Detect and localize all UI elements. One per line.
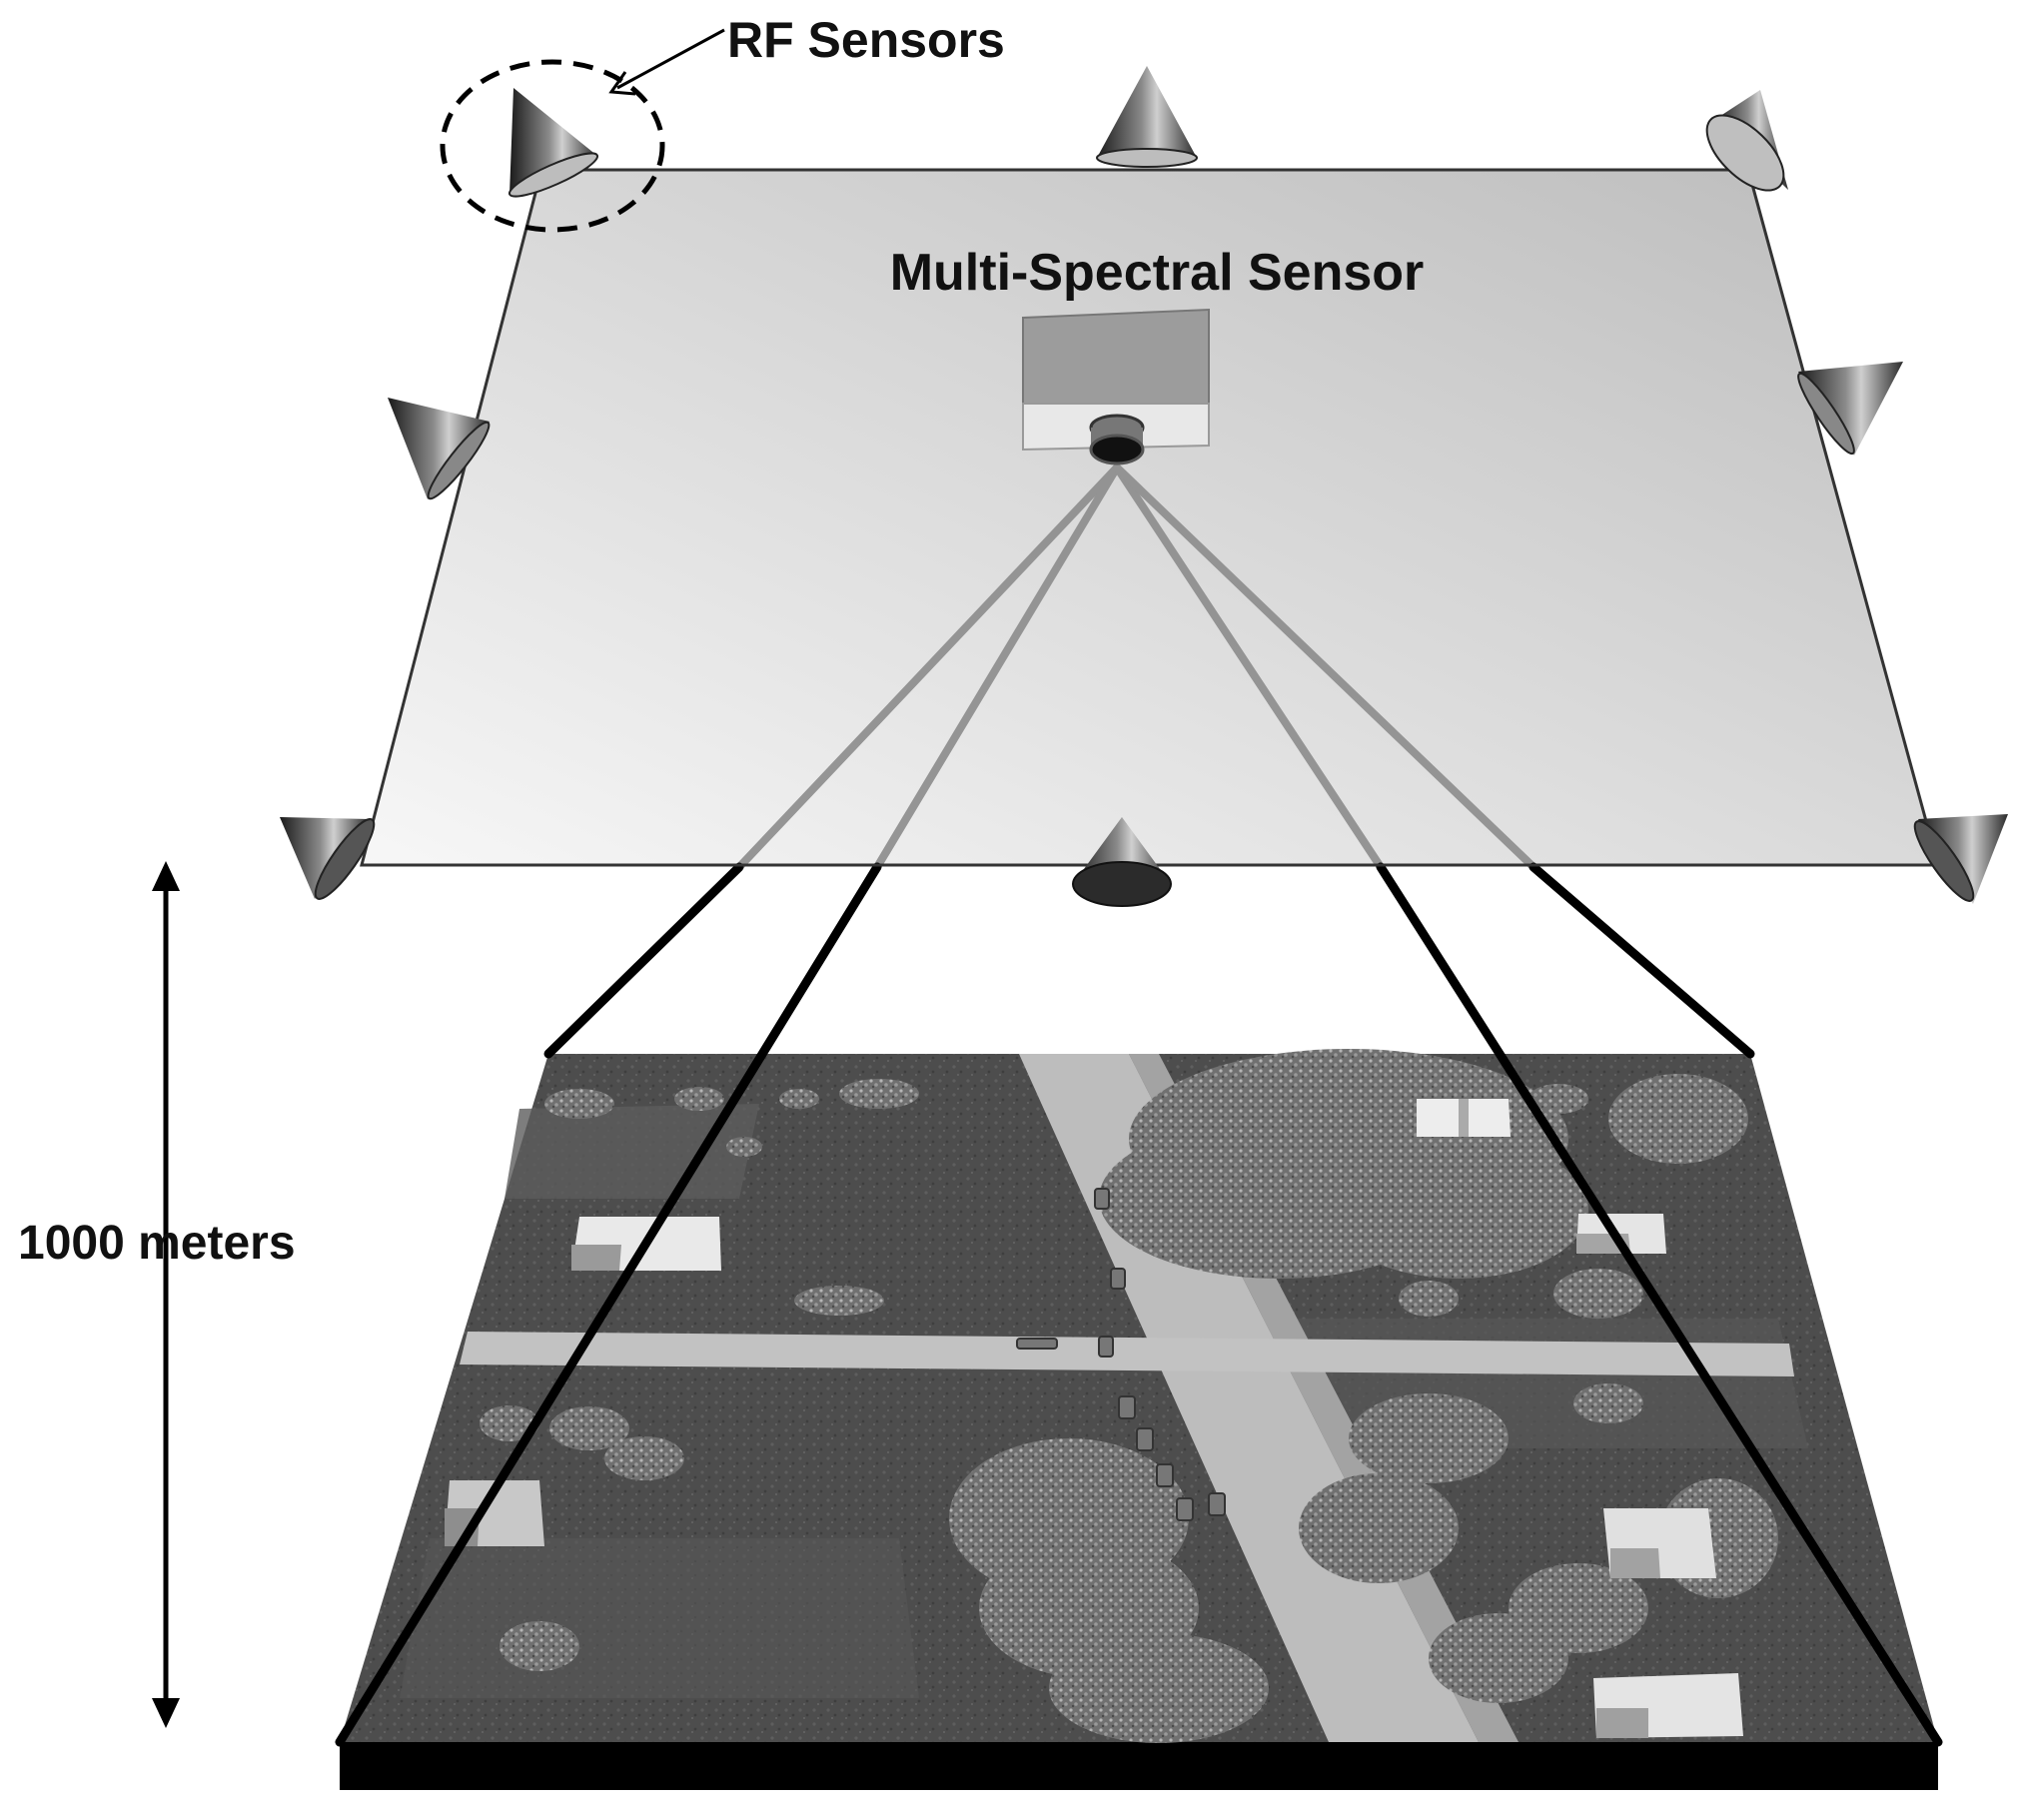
tree: [1049, 1633, 1269, 1743]
tree: [674, 1087, 724, 1111]
cone-base: [1072, 861, 1172, 907]
rf-sensor-cone: [507, 88, 599, 198]
tree: [1299, 1473, 1459, 1583]
vehicle: [1110, 1268, 1126, 1290]
vehicle: [1016, 1338, 1058, 1350]
tree: [1528, 1084, 1588, 1114]
rf-sensor-highlight-circle: [440, 59, 665, 233]
rf-sensor-cone: [1797, 362, 1903, 455]
tree: [726, 1137, 762, 1157]
tree: [604, 1436, 684, 1480]
tree-clusters: [480, 1049, 1778, 1743]
vehicles: [1016, 1188, 1226, 1521]
fov-outer-lines: [335, 862, 1943, 1747]
cone-body: [1097, 66, 1197, 158]
multi-spectral-sensor-label: Multi-Spectral Sensor: [890, 244, 1425, 302]
rf-sensors-callout: RF Sensors: [440, 12, 1005, 233]
vehicle: [1208, 1492, 1226, 1516]
altitude-indicator: 1000 meters: [18, 861, 296, 1728]
ground-base-slab: [340, 1742, 1938, 1790]
vehicle: [1098, 1336, 1114, 1358]
cone-base: [314, 818, 376, 900]
rf-sensor-cone: [1096, 66, 1198, 168]
multi-spectral-sensor: [1022, 308, 1210, 465]
rf-sensors-leader-line: [616, 28, 725, 90]
cone-base: [1705, 114, 1785, 192]
altitude-label: 1000 meters: [18, 1217, 296, 1270]
tree: [544, 1089, 614, 1119]
vehicle: [1136, 1427, 1154, 1451]
cone-base: [1797, 372, 1855, 455]
rf-sensor-cone: [1072, 817, 1172, 907]
altitude-arrowhead-up: [152, 861, 180, 891]
vehicle: [1094, 1188, 1110, 1210]
cone-base: [427, 421, 491, 500]
rf-sensors-arrowhead: [608, 71, 636, 96]
fov-line: [335, 862, 882, 1747]
ground-scene: [340, 1049, 1938, 1790]
ground-patch: [505, 1104, 759, 1199]
house-shade: [571, 1245, 621, 1271]
cone-base: [1096, 148, 1198, 168]
fov-line: [1376, 862, 1943, 1747]
tree: [500, 1621, 579, 1671]
tree: [1349, 1393, 1509, 1483]
tree: [1573, 1383, 1643, 1423]
cone-base: [507, 152, 599, 198]
fov-line: [873, 463, 1121, 871]
house-shade: [1610, 1548, 1660, 1578]
road-horizontal: [460, 1332, 1794, 1376]
fov-line: [1113, 463, 1537, 871]
tree: [549, 1406, 629, 1450]
rf-sensor-cone: [1705, 90, 1788, 192]
vehicle: [1118, 1395, 1136, 1419]
vehicle: [1156, 1463, 1174, 1487]
rf-sensor-cone: [280, 817, 376, 900]
fov-inner-lines: [735, 463, 1537, 871]
cone-body: [388, 398, 490, 499]
house-shade: [1459, 1099, 1469, 1137]
rf-sensor-cone: [388, 398, 491, 500]
rf-sensor-cone: [1913, 814, 2008, 904]
house-shade: [1596, 1708, 1648, 1738]
fov-line: [1528, 862, 1755, 1059]
fov-line: [1113, 463, 1385, 871]
sensor-lens: [1089, 434, 1145, 465]
fov-line: [543, 862, 744, 1059]
tree: [839, 1079, 919, 1109]
rf-sensors-label: RF Sensors: [727, 12, 1005, 68]
tree: [1553, 1269, 1643, 1319]
tree: [794, 1286, 884, 1316]
vehicle: [1176, 1497, 1194, 1521]
cone-body: [509, 88, 597, 195]
ground-patch: [400, 1538, 919, 1698]
tree: [1329, 1139, 1588, 1279]
tree: [779, 1089, 819, 1109]
cone-body: [1798, 362, 1903, 455]
cone-base: [1913, 820, 1975, 902]
tree: [1509, 1563, 1648, 1653]
tree: [1608, 1074, 1748, 1164]
altitude-arrowhead-down: [152, 1698, 180, 1728]
field-of-view: [335, 463, 1943, 1747]
rf-sensor-cones: [280, 66, 2008, 907]
tree: [480, 1405, 539, 1441]
sensor-box-top: [1022, 308, 1210, 405]
fov-line: [735, 463, 1121, 871]
tree: [1399, 1281, 1459, 1317]
